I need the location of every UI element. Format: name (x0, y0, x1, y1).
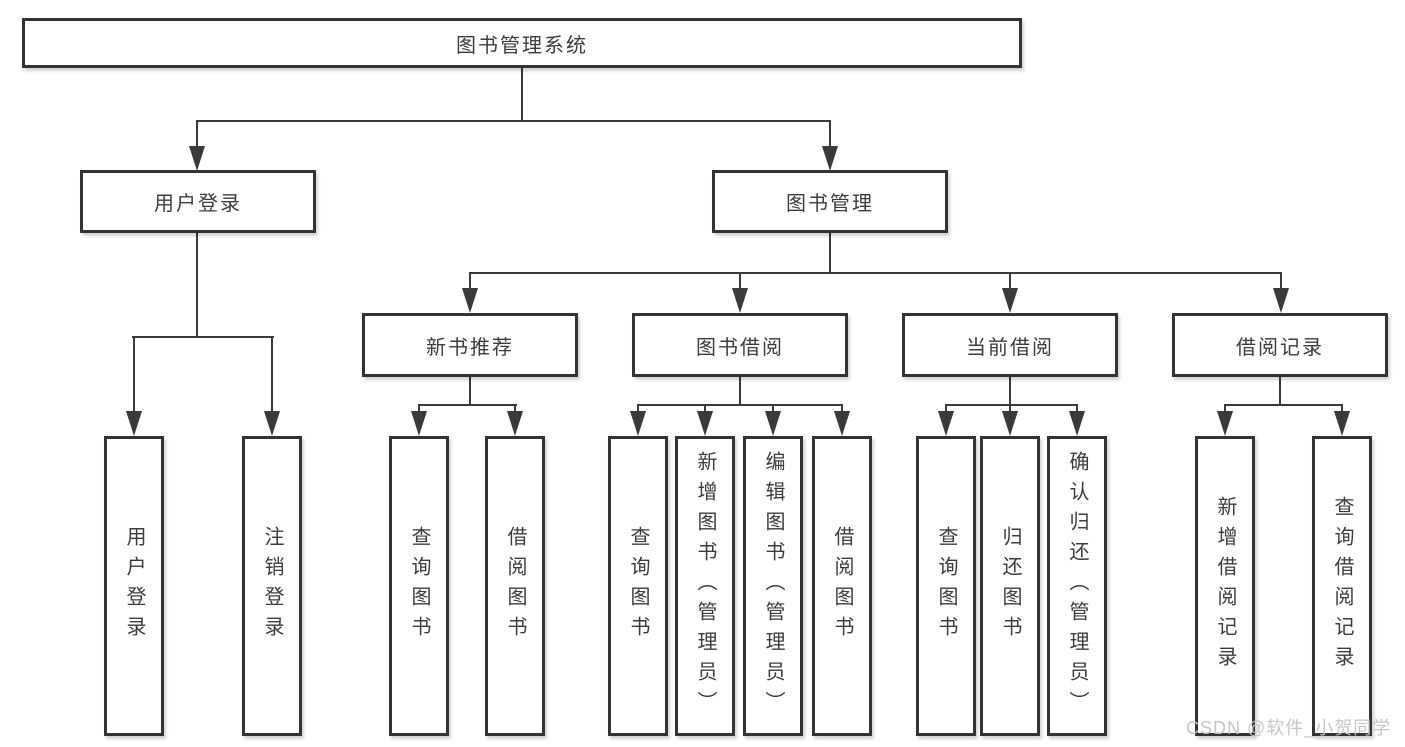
connector-line-h (418, 404, 517, 406)
arrowhead-down-icon (189, 146, 205, 171)
node-label: 查询图书 (408, 526, 430, 646)
connector-line-v (1280, 272, 1282, 290)
connector-line-v (945, 404, 947, 412)
connector-line-h (945, 404, 1078, 406)
connector-line-v (418, 404, 420, 412)
connector-line-v (1009, 272, 1011, 290)
connector-line-h (132, 336, 274, 338)
node-label: 归还图书 (999, 526, 1021, 646)
leaf-confirm-return-admin: 确认归还（管理员） (1047, 436, 1107, 736)
leaf-query-books-borrowing: 查询图书 (608, 436, 668, 736)
connector-line-v (1224, 404, 1226, 412)
connector-line-v (739, 377, 741, 405)
connector-line-v (841, 404, 843, 412)
leaf-query-books-current: 查询图书 (916, 436, 976, 736)
connector-line-h (637, 404, 843, 406)
node-borrow-records: 借阅记录 (1172, 313, 1388, 377)
connector-line-v (772, 404, 774, 412)
node-label: 当前借阅 (966, 336, 1054, 359)
arrowhead-down-icon (1217, 411, 1233, 436)
connector-line-v (739, 272, 741, 290)
arrowhead-down-icon (1334, 411, 1350, 436)
connector-line-v (1279, 377, 1281, 405)
connector-line-v (1009, 377, 1011, 405)
leaf-user-login: 用户登录 (104, 436, 164, 736)
node-label: 借阅记录 (1236, 336, 1324, 359)
leaf-logout-login: 注销登录 (242, 436, 302, 736)
arrowhead-down-icon (411, 411, 427, 436)
arrowhead-down-icon (1273, 288, 1289, 313)
leaf-borrow-books-recommend: 借阅图书 (485, 436, 545, 736)
connector-line-v (271, 336, 273, 412)
node-current-borrowing: 当前借阅 (902, 313, 1118, 377)
connector-line-v (521, 68, 523, 122)
leaf-query-books-recommend: 查询图书 (389, 436, 449, 736)
node-label: 确认归还（管理员） (1066, 451, 1088, 721)
connector-line-v (829, 233, 831, 273)
connector-line-v (1009, 404, 1011, 412)
node-library-system: 图书管理系统 (22, 18, 1022, 68)
arrowhead-down-icon (765, 411, 781, 436)
node-label: 用户登录 (154, 193, 242, 215)
leaf-edit-books-admin: 编辑图书（管理员） (743, 436, 803, 736)
arrowhead-down-icon (462, 288, 478, 313)
node-label: 新增图书（管理员） (694, 451, 716, 721)
node-label: 编辑图书（管理员） (762, 451, 784, 721)
leaf-add-books-admin: 新增图书（管理员） (675, 436, 735, 736)
connector-line-h (197, 120, 831, 122)
node-label: 查询借阅记录 (1331, 496, 1353, 676)
arrowhead-down-icon (1002, 411, 1018, 436)
arrowhead-down-icon (630, 411, 646, 436)
node-label: 图书借阅 (696, 336, 784, 359)
connector-line-v (1076, 404, 1078, 412)
connector-line-v (704, 404, 706, 412)
arrowhead-down-icon (126, 411, 142, 436)
arrowhead-down-icon (822, 146, 838, 171)
connector-line-v (469, 377, 471, 405)
node-label: 借阅图书 (504, 526, 526, 646)
arrowhead-down-icon (264, 411, 280, 436)
connector-line-v (133, 336, 135, 412)
node-label: 查询图书 (627, 526, 649, 646)
node-label: 用户登录 (123, 526, 145, 646)
arrowhead-down-icon (732, 288, 748, 313)
connector-line-h (1224, 404, 1343, 406)
connector-line-v (196, 120, 198, 148)
node-book-borrowing: 图书借阅 (632, 313, 848, 377)
leaf-borrow-books-borrowing: 借阅图书 (812, 436, 872, 736)
arrowhead-down-icon (507, 411, 523, 436)
arrowhead-down-icon (938, 411, 954, 436)
leaf-add-borrow-record: 新增借阅记录 (1195, 436, 1255, 736)
arrowhead-down-icon (697, 411, 713, 436)
connector-line-h (469, 272, 1282, 274)
leaf-return-books: 归还图书 (980, 436, 1040, 736)
connector-line-v (1341, 404, 1343, 412)
connector-line-v (829, 120, 831, 148)
node-label: 新书推荐 (426, 336, 514, 359)
arrowhead-down-icon (834, 411, 850, 436)
node-book-management: 图书管理 (712, 170, 948, 233)
node-label: 图书管理系统 (456, 34, 588, 57)
node-label: 图书管理 (786, 193, 874, 215)
connector-line-v (469, 272, 471, 290)
connector-line-v (196, 233, 198, 337)
arrowhead-down-icon (1002, 288, 1018, 313)
arrowhead-down-icon (1069, 411, 1085, 436)
node-label: 注销登录 (261, 526, 283, 646)
node-new-book-recommend: 新书推荐 (362, 313, 578, 377)
connector-line-v (637, 404, 639, 412)
connector-line-v (514, 404, 516, 412)
node-label: 查询图书 (935, 526, 957, 646)
node-label: 新增借阅记录 (1214, 496, 1236, 676)
node-label: 借阅图书 (831, 526, 853, 646)
node-user-login: 用户登录 (80, 170, 316, 233)
csdn-watermark: CSDN @软件_小贺同学 (1186, 718, 1392, 738)
leaf-query-borrow-record: 查询借阅记录 (1312, 436, 1372, 736)
